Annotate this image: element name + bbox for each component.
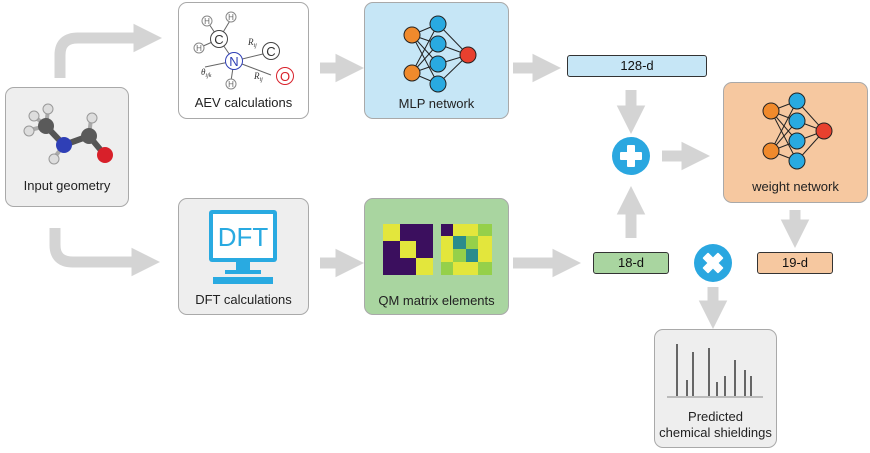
computer-icon: DFT	[209, 210, 277, 284]
output-label-line1: Predicted	[688, 409, 743, 424]
vector-128d: 128-d	[567, 55, 707, 77]
dft-label: DFT calculations	[195, 292, 292, 307]
atom-h-1: H	[204, 17, 210, 26]
output-label-line2: chemical shieldings	[659, 425, 772, 440]
atom-h-4: H	[228, 80, 234, 89]
arrow-input-to-aev	[54, 23, 163, 78]
molecule-icon	[23, 103, 113, 165]
atom-o: O	[280, 69, 290, 84]
heatmap-2	[441, 224, 492, 275]
aev-diagram: C N C O H H H H Rij Rij θijk	[193, 11, 294, 90]
weight-box: weight network	[723, 82, 868, 203]
atom-n: N	[229, 54, 238, 69]
vector-19d: 19-d	[757, 252, 833, 274]
qm-matrix-heatmaps	[383, 224, 492, 275]
mlp-network-icon	[403, 15, 477, 93]
times-icon	[694, 244, 732, 282]
atom-h-2: H	[228, 13, 234, 22]
input-geometry-box: Input geometry	[5, 87, 129, 207]
rij-right-symbol: Rij	[253, 71, 263, 83]
weight-network-icon	[762, 92, 833, 170]
atom-c-2: C	[266, 44, 275, 59]
aev-label: AEV calculations	[194, 95, 293, 110]
aev-box: C N C O H H H H Rij Rij θijk AEV calcula…	[178, 2, 309, 119]
weight-label: weight network	[752, 179, 839, 194]
arrow-input-to-dft	[49, 228, 161, 277]
atom-c-1: C	[214, 32, 223, 47]
spectrum-icon	[667, 344, 763, 398]
vector-18d: 18-d	[593, 252, 669, 274]
dft-box: DFT DFT calculations	[178, 198, 309, 315]
atom-h-3: H	[196, 44, 202, 53]
plus-icon	[612, 137, 650, 175]
rij-top-symbol: Rij	[247, 37, 257, 49]
mlp-box: MLP network	[364, 2, 509, 119]
output-label: Predicted chemical shieldings	[655, 409, 776, 441]
output-box: Predicted chemical shieldings	[654, 329, 777, 448]
theta-symbol: θijk	[201, 67, 212, 79]
qm-box: QM matrix elements	[364, 198, 509, 315]
heatmap-1	[383, 224, 433, 275]
dft-screen-text: DFT	[218, 222, 269, 252]
mlp-label: MLP network	[398, 96, 475, 111]
qm-label: QM matrix elements	[378, 293, 495, 308]
input-geometry-label: Input geometry	[23, 178, 111, 193]
